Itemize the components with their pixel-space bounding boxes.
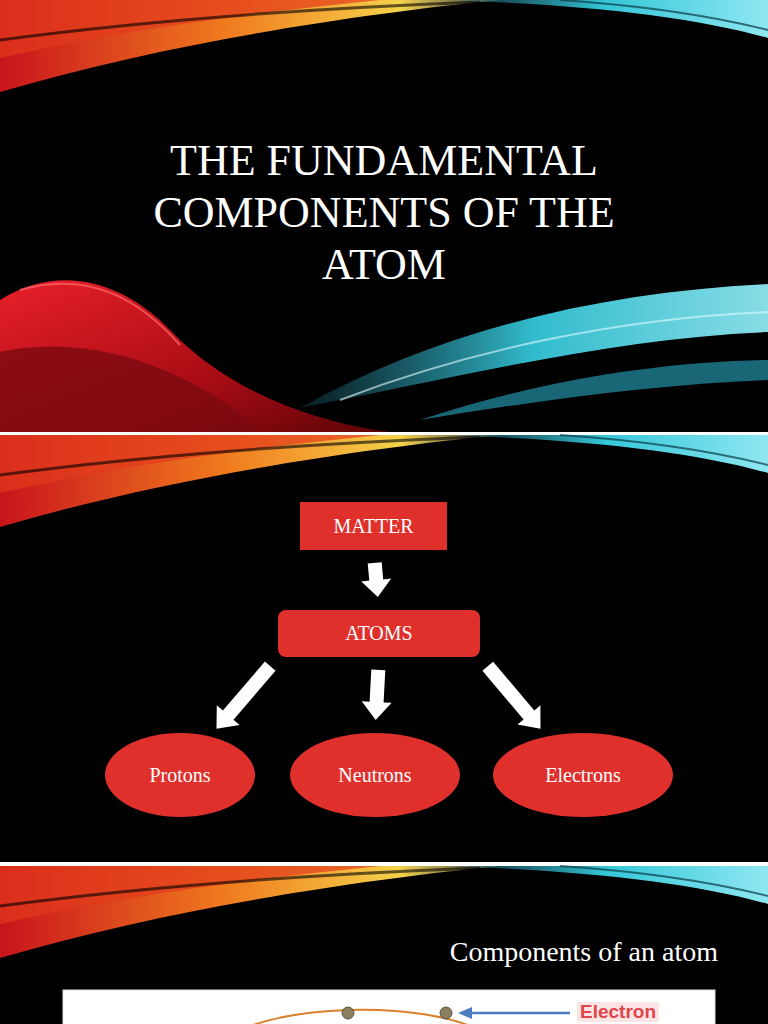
component-ellipse: Neutrons xyxy=(290,733,460,817)
node-text: Protons xyxy=(149,764,210,787)
process-box: ATOMS xyxy=(278,610,480,657)
slide-title: THE FUNDAMENTAL COMPONENTS OF THE ATOM xyxy=(104,135,664,291)
node-text: Electrons xyxy=(545,764,621,787)
component-ellipse: Electrons xyxy=(493,733,673,817)
electron-dot xyxy=(440,1007,452,1019)
part-label: Electron xyxy=(577,1002,659,1022)
arrow-shape xyxy=(362,670,392,720)
node-text: ATOMS xyxy=(345,622,412,645)
block-arrow xyxy=(482,662,540,729)
block-arrow xyxy=(217,662,276,729)
process-box: MATTER xyxy=(300,502,447,550)
leader-arrow xyxy=(466,1012,570,1015)
component-ellipse: Protons xyxy=(105,733,255,817)
node-text: MATTER xyxy=(334,515,414,538)
slide-heading: Components of an atom xyxy=(450,937,718,966)
arrow-shape xyxy=(482,662,540,729)
arrow-shape xyxy=(217,662,276,729)
node-text: Neutrons xyxy=(338,764,411,787)
arrow-shape xyxy=(361,562,391,597)
block-arrow xyxy=(362,670,392,720)
figure-frame xyxy=(63,990,715,1024)
leader-arrowhead xyxy=(458,1007,472,1019)
electron-dot xyxy=(342,1007,354,1019)
block-arrow xyxy=(361,562,391,597)
